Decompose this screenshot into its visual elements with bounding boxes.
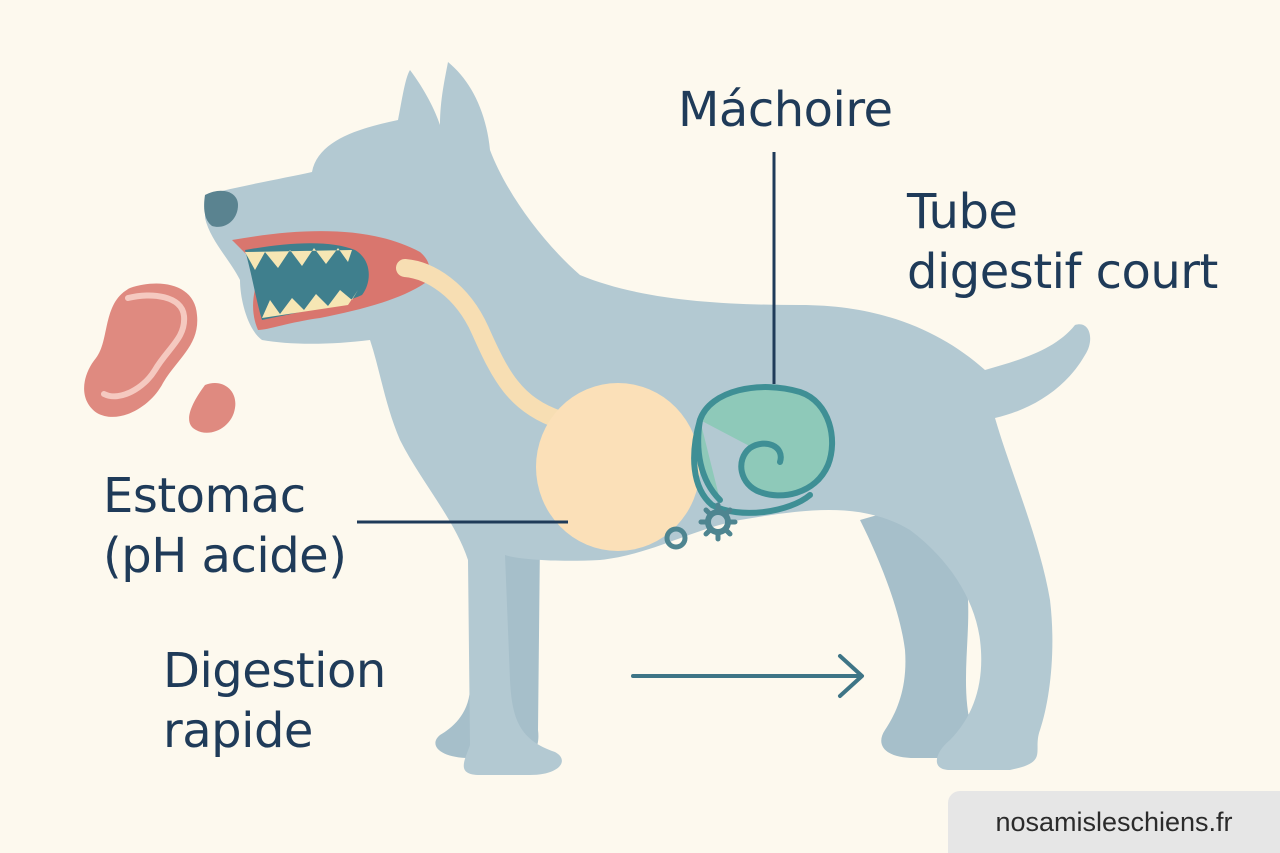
digestion-label-line-1: Digestion bbox=[163, 643, 386, 699]
stomach bbox=[536, 383, 700, 551]
fast-digestion-label: Digestion rapide bbox=[163, 641, 386, 761]
jaw-label-text: Máchoire bbox=[678, 82, 893, 138]
arrow-right-icon bbox=[631, 654, 864, 698]
meat-icon bbox=[84, 283, 236, 433]
jaw-label: Máchoire bbox=[678, 80, 893, 140]
tube-label-line-1: Tube bbox=[907, 184, 1018, 240]
gear-icon bbox=[664, 502, 738, 550]
leader-lines bbox=[357, 152, 776, 524]
intestine bbox=[691, 384, 836, 516]
mouth bbox=[232, 231, 430, 330]
digestion-label-line-2: rapide bbox=[163, 703, 313, 759]
stomach-label-line-1: Estomac bbox=[103, 468, 306, 524]
tube-label-line-2: digestif court bbox=[907, 244, 1218, 300]
stomach-label-line-2: (pH acide) bbox=[103, 528, 347, 584]
short-digestive-tube-label: Tube digestif court bbox=[907, 182, 1218, 302]
stomach-label: Estomac (pH acide) bbox=[103, 466, 347, 586]
esophagus bbox=[396, 259, 569, 429]
watermark: nosamisleschiens.fr bbox=[948, 791, 1280, 853]
